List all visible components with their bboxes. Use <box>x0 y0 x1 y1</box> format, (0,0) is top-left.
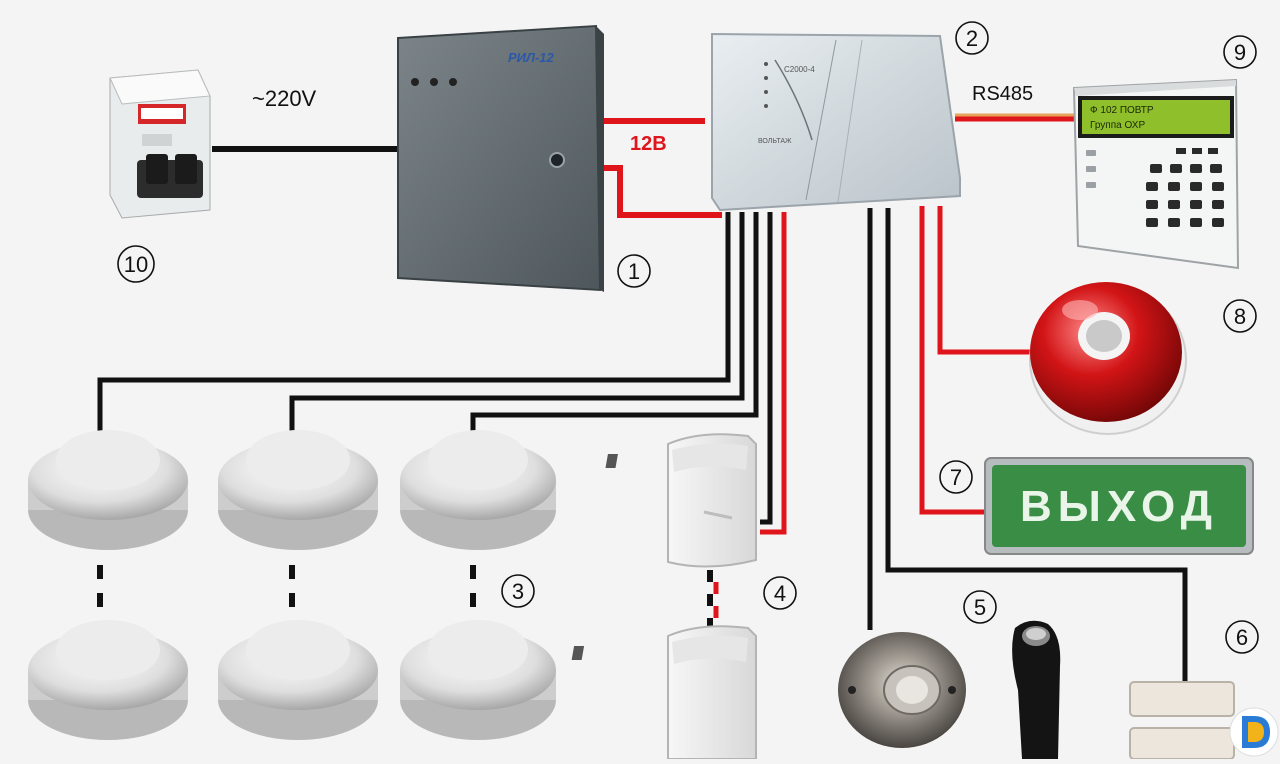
smoke-detector <box>400 620 556 740</box>
smoke-detector <box>218 430 378 550</box>
controller-unit: С2000-4 ВОЛЬТАЖ <box>711 32 961 212</box>
wiring <box>97 113 1188 682</box>
controller-sublabel: ВОЛЬТАЖ <box>758 138 792 145</box>
motion-sensor <box>571 625 757 760</box>
siren-light <box>1029 282 1187 435</box>
badge-2-label: 2 <box>966 26 978 51</box>
wire-loop-3 <box>470 212 759 440</box>
badge-3-label: 3 <box>512 579 524 604</box>
smoke-detector-group <box>28 430 556 740</box>
smoke-detector <box>218 620 378 740</box>
touch-memory-reader <box>838 632 966 748</box>
door-contact-sensor <box>1129 681 1235 760</box>
touch-memory-key <box>1012 620 1061 759</box>
voltage-220-label: ~220V <box>252 86 317 111</box>
psu-brand-label: РИЛ-12 <box>508 50 555 65</box>
smoke-detector <box>400 430 556 550</box>
badge-5-label: 5 <box>974 595 986 620</box>
motion-sensor <box>605 433 757 568</box>
power-supply-unit: РИЛ-12 <box>397 24 604 292</box>
motion-sensor-group <box>571 433 757 760</box>
wire-exit <box>919 206 985 515</box>
wire-siren <box>937 206 1030 355</box>
badge-1-label: 1 <box>628 259 640 284</box>
keypad-display <box>1082 100 1230 134</box>
badge-6-label: 6 <box>1236 625 1248 650</box>
badge-2: 2 <box>955 21 989 55</box>
badge-4-label: 4 <box>774 581 786 606</box>
corner-logo <box>1229 707 1279 757</box>
keypad-panel: Ф 102 ПОВТР Группа ОХР <box>1072 78 1240 270</box>
badge-6: 6 <box>1225 620 1259 654</box>
smoke-detector <box>28 620 188 740</box>
badge-10-label: 10 <box>124 252 148 277</box>
wire-door <box>885 208 1188 682</box>
keypad-display-line2: Группа ОХР <box>1090 120 1145 131</box>
rs485-label: RS485 <box>972 83 1033 105</box>
badge-10: 10 <box>117 245 155 283</box>
keypad-display-line1: Ф 102 ПОВТР <box>1090 105 1154 116</box>
badge-5: 5 <box>963 590 997 624</box>
exit-sign-text: ВЫХОД <box>1020 482 1218 531</box>
voltage-12v-label: 12В <box>630 133 667 155</box>
badge-9: 9 <box>1223 35 1257 69</box>
badge-8: 8 <box>1223 299 1257 333</box>
badge-7: 7 <box>939 460 973 494</box>
badge-1: 1 <box>617 254 651 288</box>
badge-4: 4 <box>763 576 797 610</box>
wire-loop-2 <box>289 212 745 440</box>
badge-3: 3 <box>501 574 535 608</box>
badge-9-label: 9 <box>1234 40 1246 65</box>
wire-12v-bottom <box>598 165 722 218</box>
exit-sign: ВЫХОД <box>984 457 1254 555</box>
wire-loop-1 <box>97 212 731 440</box>
number-badges: 1 2 3 4 5 6 7 8 <box>117 21 1259 654</box>
circuit-breaker <box>109 69 211 219</box>
wire-pir <box>760 212 773 525</box>
badge-7-label: 7 <box>950 465 962 490</box>
smoke-detector <box>28 430 188 550</box>
controller-label: С2000-4 <box>784 65 815 74</box>
badge-8-label: 8 <box>1234 304 1246 329</box>
